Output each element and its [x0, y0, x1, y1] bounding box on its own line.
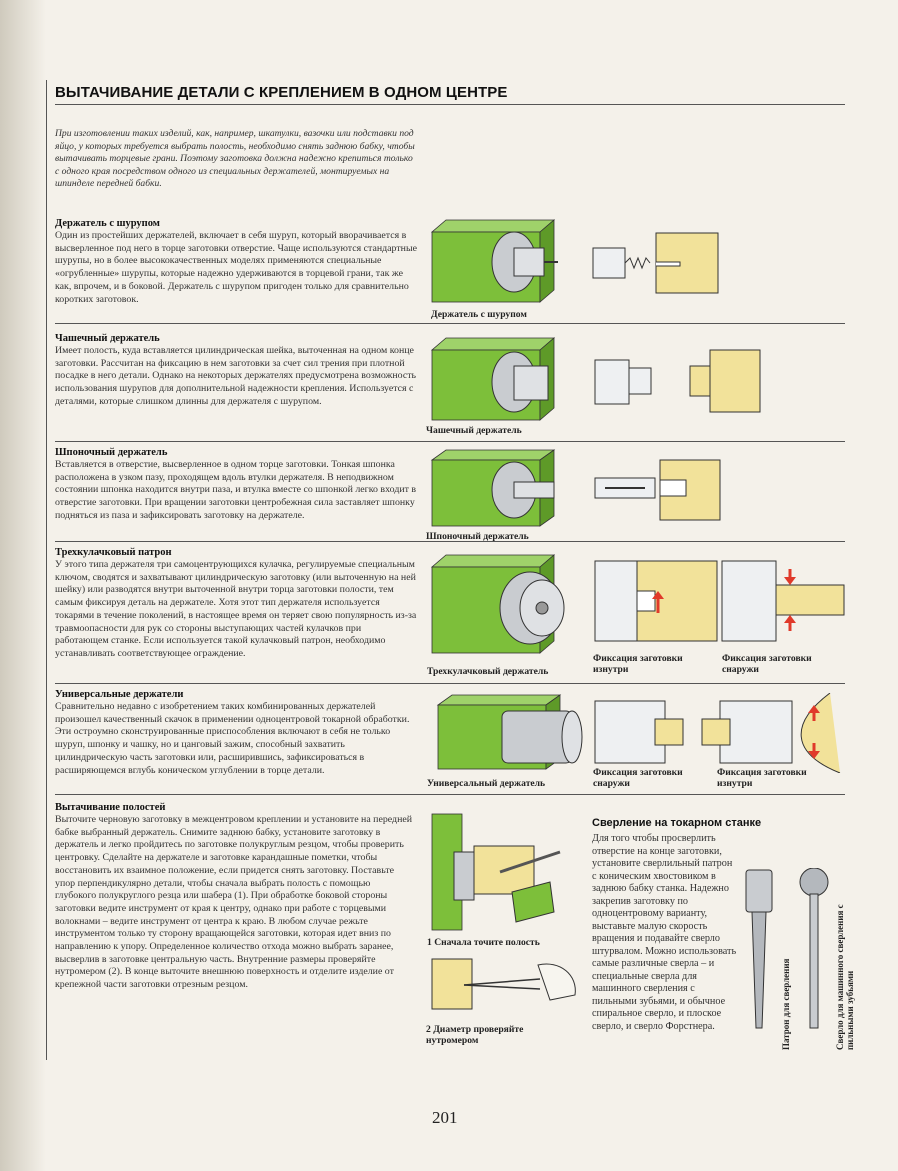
caption-key-chuck: Шпоночный держатель [426, 531, 529, 542]
section-heading: Чашечный держатель [55, 333, 160, 344]
section-heading: Универсальные держатели [55, 689, 184, 700]
caption-step-1: 1 Сначала точите полость [427, 937, 540, 948]
section-heading: Держатель с шурупом [55, 218, 160, 229]
caption-three-jaw-chuck: Трехкулачковый держатель [427, 666, 549, 677]
section-text: Имеет полость, куда вставляется цилиндри… [55, 345, 417, 407]
three-jaw-chuck-illustration [430, 554, 845, 654]
page-title: ВЫТАЧИВАНИЕ ДЕТАЛИ С КРЕПЛЕНИЕМ В ОДНОМ … [55, 84, 508, 101]
section-text: Выточите черновую заготовку в межцентров… [55, 814, 413, 991]
section-text: У этого типа держателя три самоцентрующи… [55, 559, 417, 659]
section-heading: Вытачивание полостей [55, 802, 166, 813]
section-heading: Шпоночный держатель [55, 447, 168, 458]
section-divider [55, 441, 845, 442]
margin-rule [46, 80, 47, 1060]
caption-screw-chuck: Держатель с шурупом [431, 309, 527, 320]
caption-cup-chuck: Чашечный держатель [426, 425, 522, 436]
key-chuck-illustration [430, 449, 721, 527]
section-hollowing: Вытачивание полостей Выточите черновую з… [55, 801, 413, 992]
universal-chuck-illustration [436, 693, 841, 773]
caption-step-2: 2 Диаметр проверяйте нутромером [426, 1024, 524, 1046]
section-divider [55, 683, 845, 684]
section-heading: Трехкулачковый патрон [55, 547, 172, 558]
section-screw-chuck: Держатель с шурупом Один из простейших д… [55, 217, 417, 306]
section-key-chuck: Шпоночный держатель Вставляется в отверс… [55, 446, 417, 523]
section-three-jaw-chuck: Трехкулачковый патрон У этого типа держа… [55, 546, 417, 661]
section-text: Вставляется в отверстие, высверленное в … [55, 459, 417, 521]
drill-tools-illustration [745, 868, 829, 1029]
section-universal-chucks: Универсальные держатели Сравнительно нед… [55, 688, 417, 777]
section-divider [55, 541, 845, 542]
drilling-text: Для того чтобы просверлить отверстие на … [592, 833, 737, 1032]
caption-universal-chuck: Универсальный держатель [427, 778, 546, 789]
section-divider [55, 794, 845, 795]
page-gutter [0, 0, 46, 1171]
drilling-title: Сверление на токарном станке [592, 817, 762, 829]
caption-universal-grip-inside: Фиксация заготовки изнутри [717, 767, 807, 789]
intro-text: При изготовлении таких изделий, как, нап… [55, 128, 415, 190]
section-text: Один из простейших держателей, включает … [55, 230, 417, 305]
caption-drill-chuck: Патрон для сверления [781, 958, 791, 1050]
caption-universal-grip-outside: Фиксация заготовки снаружи [593, 767, 683, 789]
hollowing-illustration [431, 813, 561, 931]
title-rule [55, 104, 845, 105]
section-divider [55, 323, 845, 324]
caption-grip-outside: Фиксация заготовки снаружи [722, 653, 812, 675]
caption-sawtooth-bit: Сверло для машинного сверления с пильным… [835, 904, 855, 1050]
caption-grip-inside: Фиксация заготовки изнутри [593, 653, 683, 675]
section-cup-chuck: Чашечный держатель Имеет полость, куда в… [55, 332, 417, 409]
cup-chuck-illustration [430, 337, 761, 421]
caliper-illustration [431, 958, 576, 1010]
section-text: Сравнительно недавно с изобретением таки… [55, 701, 410, 776]
screw-chuck-illustration [430, 219, 719, 303]
page-number: 201 [432, 1108, 458, 1127]
